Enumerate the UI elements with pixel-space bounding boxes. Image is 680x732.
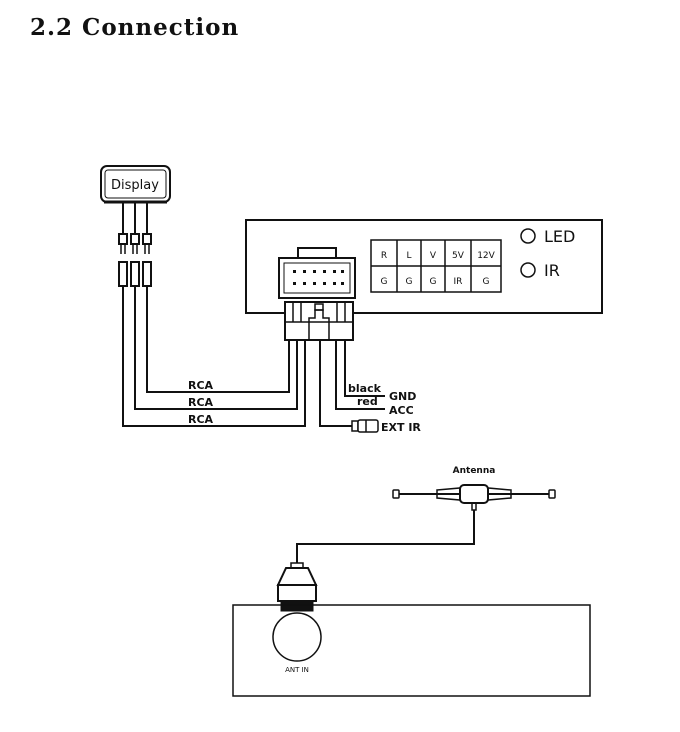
- led-label: LED: [544, 227, 575, 246]
- display-monitor: Display: [100, 165, 171, 204]
- red-wire-label: red: [357, 395, 378, 408]
- section-title: Connection: [82, 14, 240, 41]
- rca-label-1: RCA: [188, 379, 214, 392]
- pin-12v: 12V: [477, 251, 495, 261]
- led-indicator-icon: [520, 228, 536, 244]
- ir-label: IR: [544, 261, 560, 280]
- pin-l: L: [406, 251, 411, 261]
- rca-cable-runs: [122, 286, 306, 427]
- rca-label-2: RCA: [188, 396, 214, 409]
- ant-in-label: ANT IN: [285, 666, 309, 674]
- power-wires: [319, 340, 385, 427]
- receiver-box: [232, 604, 591, 697]
- display-label: Display: [111, 178, 159, 193]
- ext-ir-plug-icon: [351, 419, 379, 433]
- pin-v: V: [430, 251, 437, 261]
- ant-in-port-icon: [272, 612, 322, 662]
- pin-table: [370, 239, 502, 293]
- antenna-plug: [276, 562, 318, 612]
- antenna-label: Antenna: [453, 466, 496, 476]
- gnd-label: GND: [389, 390, 416, 403]
- ir-receiver-icon: [520, 262, 536, 278]
- ext-ir-label: EXT IR: [381, 421, 421, 434]
- display-rca-cables: [118, 202, 152, 287]
- pin-g4: G: [483, 277, 490, 287]
- rca-label-3: RCA: [188, 413, 214, 426]
- pin-g1: G: [381, 277, 388, 287]
- section-heading: 2.2 Connection: [30, 14, 239, 41]
- acc-label: ACC: [389, 404, 414, 417]
- black-wire-label: black: [348, 382, 382, 395]
- harness-plug: [284, 301, 354, 341]
- section-number: 2.2: [30, 14, 74, 41]
- antenna: [296, 484, 556, 563]
- pin-g2: G: [406, 277, 413, 287]
- module-box: [245, 219, 603, 314]
- pin-r: R: [381, 251, 387, 261]
- pin-g3: G: [430, 277, 437, 287]
- pin-ir: IR: [454, 277, 463, 287]
- pin-5v: 5V: [452, 251, 465, 261]
- header-socket: [278, 247, 356, 299]
